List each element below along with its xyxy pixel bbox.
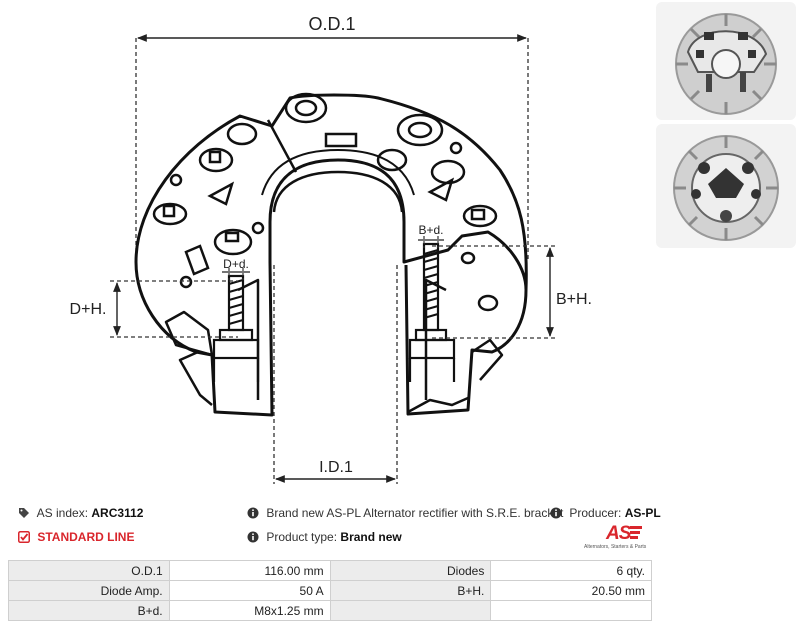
od-dimension: O.D.1: [135, 14, 529, 262]
rectifier-features: [152, 92, 499, 312]
spec-label: [329, 600, 492, 621]
spec-value: 50 A: [168, 580, 331, 601]
producer-value: AS-PL: [624, 506, 661, 520]
bh-label: B+H.: [556, 291, 592, 308]
bd-label: B+d.: [418, 223, 443, 237]
spec-value: 20.50 mm: [490, 580, 652, 601]
info-icon: [247, 507, 259, 519]
spec-value: 116.00 mm: [168, 560, 331, 581]
producer-label: Producer:: [569, 506, 622, 520]
bh-dimension: B+H.: [432, 245, 592, 339]
product-type-value: Brand new: [340, 530, 402, 544]
spec-label: Diode Amp.: [8, 580, 170, 601]
table-row: B+d. M8x1.25 mm: [8, 600, 652, 621]
dd-dimension: D+d.: [222, 257, 250, 280]
spec-label: B+d.: [8, 600, 170, 621]
product-photo-back[interactable]: [656, 124, 796, 248]
dh-label: D+H.: [70, 301, 107, 318]
checkbox-checked-icon: [18, 531, 30, 543]
spec-label: B+H.: [329, 580, 492, 601]
as-index-label: AS index:: [36, 506, 89, 520]
right-bolt: [408, 242, 456, 382]
as-logo-text: AS: [606, 523, 631, 544]
dh-dimension: D+H.: [70, 280, 238, 338]
spec-value: M8x1.25 mm: [168, 600, 331, 621]
rectifier-outline: [134, 93, 528, 417]
as-index-row: AS index: ARC3112: [18, 506, 143, 520]
standard-line-row: STANDARD LINE: [18, 530, 134, 544]
spec-label: Diodes: [329, 560, 492, 581]
table-row: Diode Amp. 50 A B+H. 20.50 mm: [8, 580, 652, 601]
id-label: I.D.1: [319, 459, 353, 476]
standard-line-label: STANDARD LINE: [37, 530, 135, 544]
info-icon: [247, 531, 259, 543]
bd-dimension: B+d.: [418, 223, 444, 248]
as-index-value: ARC3112: [91, 506, 144, 520]
producer-row: Producer: AS-PL: [550, 506, 661, 520]
id-dimension: I.D.1: [273, 265, 398, 484]
as-logo-tagline: Alternators, Starters & Parts: [584, 544, 647, 550]
description-row: Brand new AS-PL Alternator rectifier wit…: [247, 506, 563, 520]
table-row: O.D.1 116.00 mm Diodes 6 qty.: [8, 560, 652, 581]
info-icon: [550, 507, 562, 519]
dd-label: D+d.: [223, 257, 249, 271]
as-logo: AS Alternators, Starters & Parts: [584, 523, 654, 553]
left-bolt: [212, 274, 260, 382]
od-label: O.D.1: [308, 14, 355, 34]
specs-table: O.D.1 116.00 mm Diodes 6 qty. Diode Amp.…: [8, 560, 652, 621]
description-text: Brand new AS-PL Alternator rectifier wit…: [266, 506, 564, 520]
spec-label: O.D.1: [8, 560, 170, 581]
tag-icon: [19, 508, 29, 518]
product-type-label: Product type:: [266, 530, 338, 544]
product-type-row: Product type: Brand new: [247, 530, 402, 544]
product-photo-front[interactable]: [656, 2, 796, 120]
spec-value: [490, 600, 652, 621]
spec-value: 6 qty.: [490, 560, 652, 581]
logo-stripes-icon: [630, 526, 642, 539]
